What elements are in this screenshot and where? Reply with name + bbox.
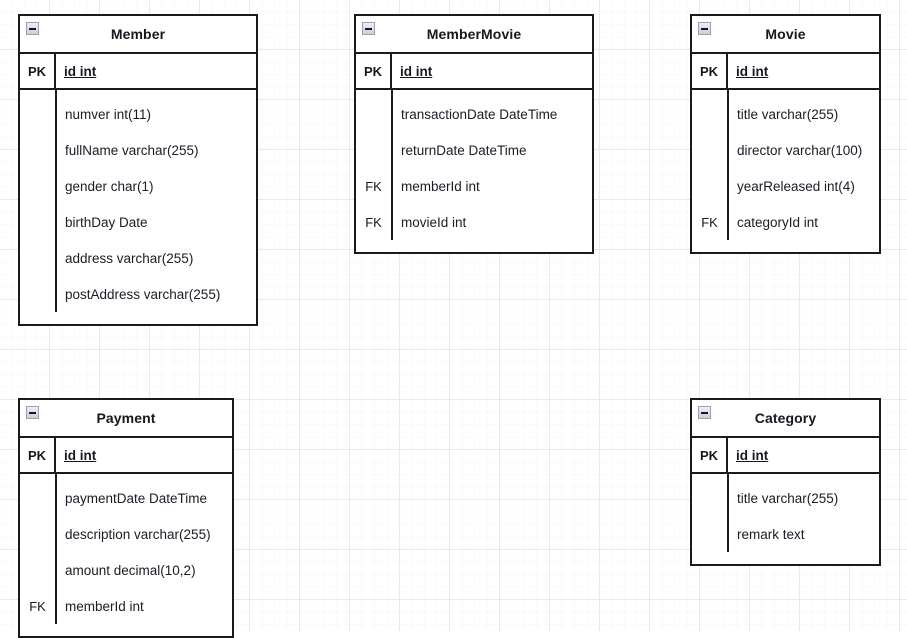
attribute-field-name: returnDate DateTime xyxy=(401,142,527,158)
attribute-field-name: movieId int xyxy=(401,214,467,230)
attribute-row[interactable]: paymentDate DateTime xyxy=(20,480,232,516)
column-divider xyxy=(55,474,57,624)
key-field-name: id int xyxy=(64,447,97,463)
attribute-row[interactable]: remark text xyxy=(692,516,879,552)
attribute-field-name: paymentDate DateTime xyxy=(65,490,208,506)
entity-title-bar[interactable]: Category xyxy=(692,400,879,438)
attribute-row[interactable]: transactionDate DateTime xyxy=(356,96,592,132)
entity-name: Payment xyxy=(96,410,156,426)
attribute-row[interactable]: postAddress varchar(255) xyxy=(20,276,256,312)
primary-key-row[interactable]: PK id int xyxy=(356,54,592,90)
attribute-row[interactable]: birthDay Date xyxy=(20,204,256,240)
attribute-row[interactable]: numver int(11) xyxy=(20,96,256,132)
primary-key-row[interactable]: PK id int xyxy=(20,54,256,90)
attribute-field-name: remark text xyxy=(737,526,805,542)
attribute-row[interactable]: title varchar(255) xyxy=(692,480,879,516)
attribute-field-name: memberId int xyxy=(401,178,480,194)
primary-key-row[interactable]: PK id int xyxy=(20,438,232,474)
entity-name: MemberMovie xyxy=(426,26,522,42)
attribute-field-name: yearReleased int(4) xyxy=(737,178,855,194)
attribute-list: title varchar(255) director varchar(100) y… xyxy=(692,90,879,252)
key-field-name: id int xyxy=(64,63,97,79)
attribute-list: title varchar(255) remark text xyxy=(692,474,879,564)
collapse-minus-icon[interactable] xyxy=(698,22,711,35)
attribute-row[interactable]: fullName varchar(255) xyxy=(20,132,256,168)
attribute-field-name: birthDay Date xyxy=(65,214,148,230)
primary-key-row[interactable]: PK id int xyxy=(692,54,879,90)
entity-name: Member xyxy=(110,26,166,42)
attribute-field-name: description varchar(255) xyxy=(65,526,211,542)
attribute-badge: FK xyxy=(29,598,46,614)
entity-title-bar[interactable]: Member xyxy=(20,16,256,54)
key-badge: PK xyxy=(20,54,56,88)
attribute-field-name: title varchar(255) xyxy=(737,106,839,122)
attribute-row[interactable]: returnDate DateTime xyxy=(356,132,592,168)
entity-title-bar[interactable]: Payment xyxy=(20,400,232,438)
attribute-row[interactable]: amount decimal(10,2) xyxy=(20,552,232,588)
attribute-field-name: fullName varchar(255) xyxy=(65,142,199,158)
attribute-field-name: numver int(11) xyxy=(65,106,152,122)
attribute-list: numver int(11) fullName varchar(255) gende… xyxy=(20,90,256,324)
attribute-row[interactable]: FK movieId int xyxy=(356,204,592,240)
attribute-list: paymentDate DateTime description varchar(… xyxy=(20,474,232,636)
attribute-field-name: transactionDate DateTime xyxy=(401,106,558,122)
attribute-row[interactable]: FK memberId int xyxy=(356,168,592,204)
entity-title-bar[interactable]: MemberMovie xyxy=(356,16,592,54)
attribute-list: transactionDate DateTime returnDate DateT… xyxy=(356,90,592,252)
attribute-field-name: postAddress varchar(255) xyxy=(65,286,221,302)
attribute-badge: FK xyxy=(701,214,718,230)
attribute-row[interactable]: address varchar(255) xyxy=(20,240,256,276)
key-badge: PK xyxy=(692,54,728,88)
key-badge: PK xyxy=(356,54,392,88)
attribute-field-name: gender char(1) xyxy=(65,178,154,194)
key-badge: PK xyxy=(20,438,56,472)
collapse-minus-icon[interactable] xyxy=(362,22,375,35)
attribute-row[interactable]: description varchar(255) xyxy=(20,516,232,552)
entity-name: Movie xyxy=(765,26,806,42)
attribute-badge: FK xyxy=(365,214,382,230)
key-field-name: id int xyxy=(736,447,769,463)
attribute-field-name: title varchar(255) xyxy=(737,490,839,506)
collapse-minus-icon[interactable] xyxy=(698,406,711,419)
column-divider xyxy=(55,90,57,312)
column-divider xyxy=(727,90,729,240)
attribute-row[interactable]: FK memberId int xyxy=(20,588,232,624)
attribute-row[interactable]: gender char(1) xyxy=(20,168,256,204)
column-divider xyxy=(391,90,393,240)
attribute-badge: FK xyxy=(365,178,382,194)
entity-title-bar[interactable]: Movie xyxy=(692,16,879,54)
attribute-row[interactable]: FK categoryId int xyxy=(692,204,879,240)
attribute-field-name: amount decimal(10,2) xyxy=(65,562,196,578)
attribute-field-name: categoryId int xyxy=(737,214,819,230)
attribute-field-name: address varchar(255) xyxy=(65,250,194,266)
primary-key-row[interactable]: PK id int xyxy=(692,438,879,474)
collapse-minus-icon[interactable] xyxy=(26,22,39,35)
key-field-name: id int xyxy=(400,63,433,79)
collapse-minus-icon[interactable] xyxy=(26,406,39,419)
attribute-field-name: director varchar(100) xyxy=(737,142,863,158)
key-field-name: id int xyxy=(736,63,769,79)
entity-name: Category xyxy=(754,410,817,426)
column-divider xyxy=(727,474,729,552)
attribute-row[interactable]: yearReleased int(4) xyxy=(692,168,879,204)
key-badge: PK xyxy=(692,438,728,472)
attribute-field-name: memberId int xyxy=(65,598,144,614)
attribute-row[interactable]: director varchar(100) xyxy=(692,132,879,168)
attribute-row[interactable]: title varchar(255) xyxy=(692,96,879,132)
